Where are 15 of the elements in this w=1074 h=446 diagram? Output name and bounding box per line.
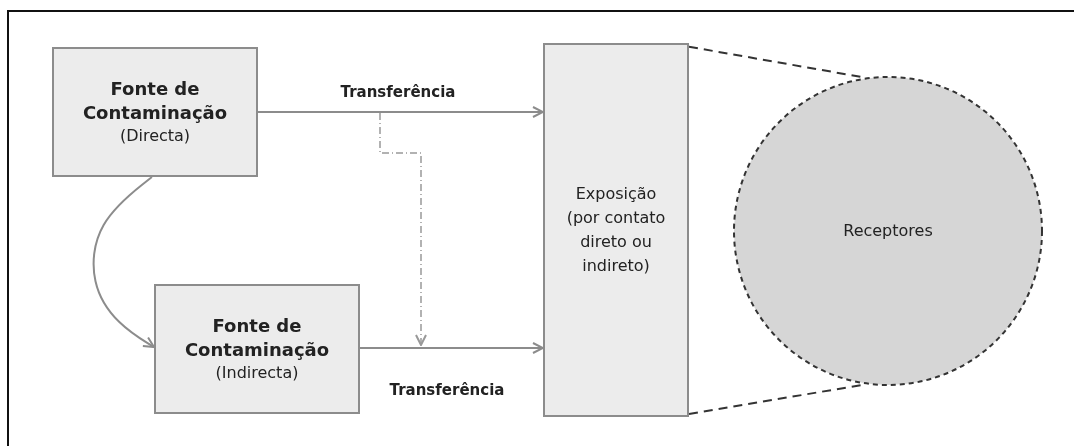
arrow [359,342,544,354]
box-heading: Fonte de Contaminação [81,77,229,125]
process-box [154,284,360,414]
dashed-circle [732,75,1044,387]
box-text: (Directa) [119,125,191,147]
process-box [543,43,689,417]
dashed-line [688,384,862,415]
box-heading: Fonte de Contaminação [183,314,331,362]
box-text: Receptores [843,220,933,242]
process-box [52,47,258,177]
box-text: (Indirecta) [215,362,299,384]
dashed-line [688,45,862,78]
box-text: Exposição (por contato direto ou indireto) [565,183,667,277]
arrow [257,106,544,118]
arrow [92,176,155,349]
